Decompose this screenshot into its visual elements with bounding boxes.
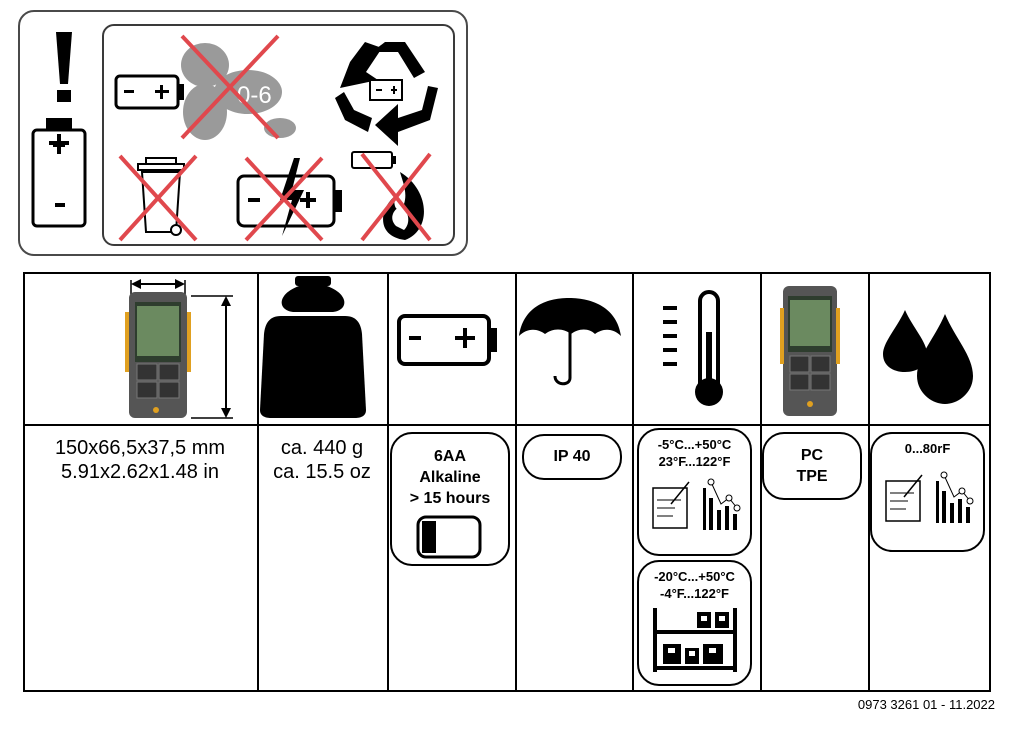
no-child-battery-icon: 0-6 [114,34,296,140]
device-dimensions-icon [125,279,233,419]
humidity-spec-pill: 0...80rF [870,432,985,552]
device-material-icon [780,286,840,416]
no-trash-bin-icon [118,154,198,242]
operating-temperature-pill: -5°C...+50°C 23°F...122°F [637,428,752,556]
battery-warning-panel [18,10,468,256]
exclamation-icon [56,32,72,102]
battery-icon [31,118,87,228]
operation-chart-icon [651,478,740,530]
humidity-drops-icon [883,310,973,404]
warning-icons: 0-6 [31,32,438,242]
material-spec-pill: PC TPE [762,432,862,500]
weight-icon [260,276,366,418]
svg-text:0-6: 0-6 [237,82,272,109]
storage-temperature-pill: -20°C...+50°C -4°F...122°F [637,560,752,686]
thermometer-icon [663,290,723,406]
battery-spec-pill: 6AA Alkaline > 15 hours [390,432,510,566]
umbrella-icon [519,298,621,386]
battery-prohibitions-panel [102,24,455,246]
document-number: 0973 3261 01 - 11.2022 [857,697,995,712]
no-fire-icon [351,151,432,242]
operation-chart-icon [884,471,973,523]
protection-rating-pill: IP 40 [522,434,622,480]
storage-shelf-icon [652,608,737,672]
specification-table [23,272,991,692]
battery-recycle-icon [335,42,438,146]
battery-icon [397,314,497,366]
specification-icons [125,276,973,419]
no-short-circuit-icon [236,156,342,242]
dimensions-value: 150x66,5x37,5 mm 5.91x2.62x1.48 in [54,437,226,483]
battery-full-icon [416,515,482,559]
weight-value: ca. 440 g ca. 15.5 oz [273,437,371,483]
